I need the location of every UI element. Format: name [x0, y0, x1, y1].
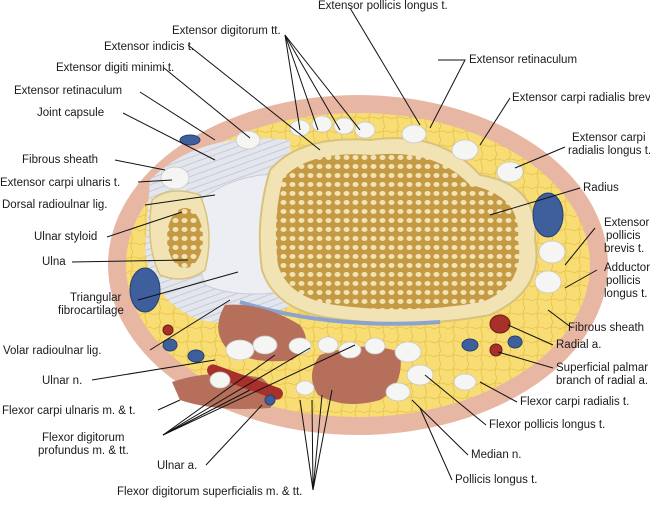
label-radial-artery: Radial a.	[556, 339, 602, 351]
label-radius: Radius	[583, 182, 619, 194]
label-tfcc-line2: fibrocartilage	[58, 305, 124, 317]
label-tfcc-line1: Triangular	[70, 292, 122, 304]
flexor-tendons	[209, 335, 477, 402]
ulna-marrow	[167, 208, 203, 268]
label-joint-capsule: Joint capsule	[37, 107, 105, 119]
arteries	[162, 314, 511, 357]
label-flexor-carpi-ulnaris: Flexor carpi ulnaris m. & t.	[2, 405, 136, 417]
label-ecrl-line2: radialis longus t.	[568, 145, 650, 157]
radius-marrow	[275, 153, 520, 310]
label-median-nerve: Median n.	[471, 449, 522, 461]
label-apl-line1: Adductor	[604, 262, 650, 274]
label-ulnar-artery: Ulnar a.	[157, 460, 198, 472]
label-extensor-carpi-ulnaris: Extensor carpi ulnaris t.	[0, 177, 121, 189]
label-ulna: Ulna	[42, 256, 66, 268]
fds-muscle	[311, 346, 401, 404]
label-pollicis-longus: Pollicis longus t.	[455, 474, 538, 486]
veins	[129, 134, 564, 406]
label-epb-line3: brevis t.	[604, 243, 645, 255]
label-extensor-retinaculum-right: Extensor retinaculum	[469, 54, 578, 66]
label-spb-line2: branch of radial a.	[556, 375, 649, 387]
label-flexor-pollicis-longus: Flexor pollicis longus t.	[489, 419, 606, 431]
label-extensor-pollicis-longus: Extensor pollicis longus t.	[318, 0, 448, 12]
leader-lines	[71, 7, 598, 491]
label-fibrous-sheath-left: Fibrous sheath	[22, 154, 99, 166]
label-spb-line1: Superficial palmar	[556, 362, 649, 374]
label-extensor-carpi-radialis-brevis: Extensor carpi radialis brevis t.	[512, 92, 650, 104]
label-epb-line1: Extensor	[604, 217, 650, 229]
label-fibrous-sheath-right: Fibrous sheath	[568, 322, 645, 334]
label-extensor-digitorum: Extensor digitorum tt.	[172, 25, 281, 37]
label-extensor-retinaculum-left: Extensor retinaculum	[14, 85, 123, 97]
label-flexor-digitorum-superficialis: Flexor digitorum superficialis m. & tt.	[117, 486, 303, 498]
label-extensor-digiti-minimi: Extensor digiti minimi t.	[56, 62, 175, 74]
volar-radioulnar-band	[239, 300, 441, 326]
label-ecrl-line1: Extensor carpi	[572, 132, 646, 144]
label-fdp-line1: Flexor digitorum	[42, 432, 125, 444]
label-flexor-carpi-radialis: Flexor carpi radialis t.	[520, 396, 630, 408]
label-epb-line2: pollicis	[606, 230, 641, 242]
label-extensor-indicis: Extensor indicis t.	[104, 41, 195, 53]
label-fdp-line2: profundus m. & tt.	[38, 445, 129, 457]
label-ulnar-nerve: Ulnar n.	[42, 375, 83, 387]
label-dorsal-radioulnar: Dorsal radioulnar lig.	[2, 199, 108, 211]
label-apl-line3: longus t.	[604, 288, 648, 300]
label-ulnar-styloid: Ulnar styloid	[34, 231, 98, 243]
label-volar-radioulnar: Volar radioulnar lig.	[3, 345, 102, 357]
label-apl-line2: pollicis	[606, 275, 641, 287]
